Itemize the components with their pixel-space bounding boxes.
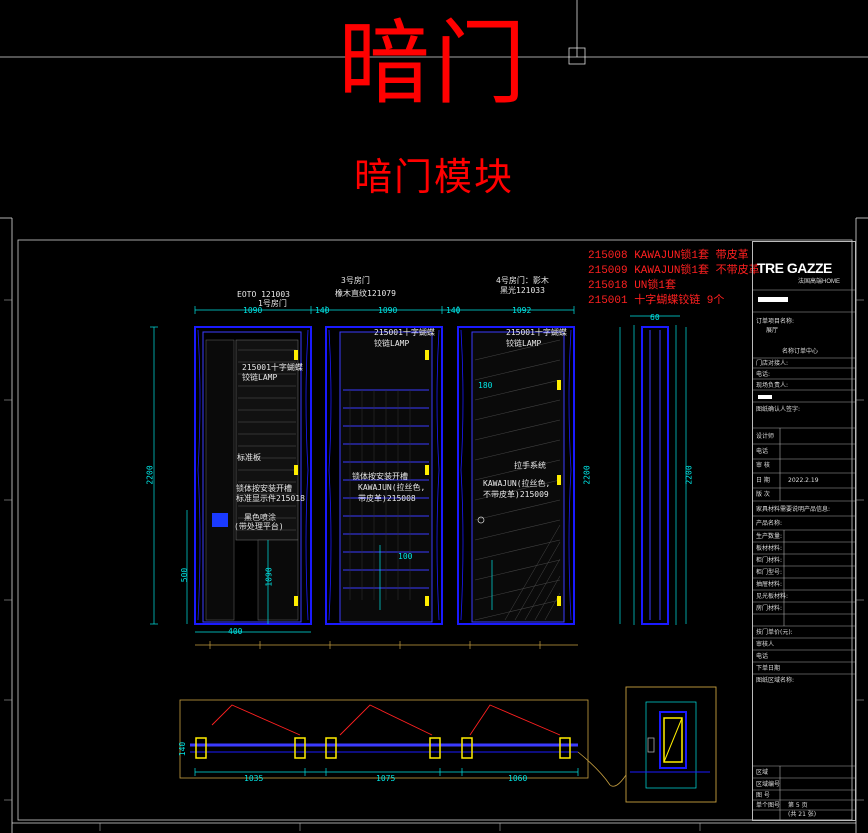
- door3-lock-b: 不带皮革)215009: [483, 490, 549, 499]
- door1-color-a: 黑色喷涂: [244, 513, 276, 522]
- tb-field-reviewer: 审核人: [756, 641, 775, 648]
- tb-field-date: 日 期: [756, 477, 770, 484]
- door2-hinge-b: 铰链LAMP: [374, 339, 410, 348]
- door2-hinge-a: 215001十字蝴蝶: [374, 328, 435, 337]
- tb-field-unit-price: 技门单价(元):: [756, 629, 793, 636]
- tb-field-store-contact: 门店对接人:: [756, 360, 789, 367]
- door2-lock-a: 锁体按安装开槽: [352, 472, 408, 481]
- tb-footer-drawing-no: 图 号: [756, 792, 770, 799]
- door3-dim-width: 1092: [512, 306, 532, 315]
- tb-field-sign: 图纸确认人签字:: [756, 406, 801, 413]
- title-block-redacted-2: [758, 395, 772, 399]
- tb-field-showroom: 展厅: [766, 327, 779, 334]
- tb-total: (共 21 张): [788, 811, 817, 818]
- drawing-subtitle: 暗门模块: [353, 155, 514, 199]
- door3-elevation: [457, 326, 575, 625]
- brand-logo-sub: 法国高端HOME: [798, 279, 841, 285]
- tb-field-room-door: 房门材料:: [756, 605, 783, 612]
- plan-view: [179, 699, 589, 779]
- door2-name: 3号房门: [341, 276, 370, 285]
- door3-dim-small: 180: [478, 381, 493, 390]
- door2-material: 橡木直纹121079: [335, 289, 396, 298]
- door2-dim-width: 1090: [378, 306, 398, 315]
- title-block-grid: [752, 289, 856, 820]
- dimension-lines: [150, 306, 687, 633]
- door3-handle: 拉手系统: [514, 461, 546, 470]
- plan-detail: [577, 686, 717, 803]
- note-line-1: 215008 KAWAJUN锁1套 带皮革: [588, 250, 749, 262]
- door2-elevation: [325, 326, 443, 625]
- door1-lock-b: 标准显示件215018: [236, 494, 305, 503]
- door3-hinge-b: 铰链LAMP: [506, 339, 542, 348]
- tb-field-product-name: 产品名称:: [756, 520, 783, 527]
- door3-dim-height: 2200: [582, 465, 592, 485]
- tb-field-review: 审 核: [756, 462, 770, 469]
- side-section: [633, 325, 677, 625]
- note-line-3: 215018 UN锁1套: [588, 280, 677, 292]
- door2-dim-gap: 140: [315, 306, 330, 315]
- tb-footer-area-no: 区域编号: [756, 781, 781, 788]
- tb-field-drawer: 抽屉材料:: [756, 581, 783, 588]
- plan-dim-side: 140: [178, 741, 188, 757]
- door3-hinge-a: 215001十字蝴蝶: [506, 328, 567, 337]
- tb-field-order-center: 名称订单中心: [782, 348, 819, 355]
- door1-dim-height: 2200: [145, 465, 155, 485]
- door1-code: EOTO 121003: [237, 290, 290, 299]
- door3-name: 4号房门：影木: [496, 276, 549, 285]
- tb-footer-single-no: 单个图号: [756, 802, 781, 809]
- tb-field-furniture-info: 家具材料需要说明产品信息:: [756, 506, 831, 513]
- tb-field-area-name: 图纸区域名称:: [756, 677, 795, 684]
- door2-lock-c: 带皮革)215008: [358, 494, 416, 503]
- door1-color-b: (带处理平台): [234, 522, 284, 531]
- door1-name: 1号房门: [258, 299, 287, 308]
- frame-ticks: [4, 299, 864, 831]
- door3-lock-a: KAWAJUN(拉丝色,: [483, 479, 551, 488]
- title-block-redacted-1: [758, 297, 788, 302]
- ground-line: [195, 641, 578, 649]
- note-line-4: 215001 十字蝴蝶铰链 9个: [588, 295, 725, 307]
- tb-footer-area: 区域: [756, 769, 769, 776]
- tb-field-door-model: 柜门型号:: [756, 569, 783, 576]
- note-line-2: 215009 KAWAJUN锁1套 不带皮革: [588, 265, 760, 277]
- tb-field-order-date: 下单日期: [756, 665, 781, 672]
- tb-page: 第 5 页: [788, 802, 808, 809]
- door1-dim-low: 500: [180, 567, 190, 583]
- plan-dim-3: 1060: [508, 774, 528, 783]
- door1-elevation: [194, 326, 312, 625]
- door1-wood: 标准板: [237, 453, 261, 462]
- tb-date-value: 2022.2.19: [788, 477, 819, 484]
- tb-field-site-manager: 现场负责人:: [756, 382, 789, 389]
- tb-field-designer: 设计师: [756, 433, 775, 440]
- door1-lock-a: 锁体按安装开槽: [236, 484, 292, 493]
- tb-field-designer-phone: 电话: [756, 448, 769, 455]
- tb-field-quantity: 生产数量:: [756, 533, 783, 540]
- door1-hinge-a: 215001十字蝴蝶: [242, 363, 303, 372]
- door2-lock-b: KAWAJUN(拉丝色,: [358, 483, 426, 492]
- side-dim-height: 2200: [684, 465, 694, 485]
- tb-field-visible-board: 见光板材料:: [756, 593, 789, 600]
- brand-logo: TRE GAZZE: [757, 260, 832, 276]
- door1-dim-width: 1090: [243, 306, 263, 315]
- tb-field-reviewer-phone: 电话: [756, 653, 769, 660]
- plan-dim-2: 1075: [376, 774, 396, 783]
- door1-dim-bottom: 400: [228, 627, 243, 636]
- side-dim-top: 60: [650, 313, 660, 322]
- door3-material: 黑光121033: [500, 286, 545, 295]
- door2-dim-small: 100: [398, 552, 413, 561]
- tb-field-phone: 电话:: [756, 371, 771, 378]
- tb-field-board: 板材材料:: [756, 545, 783, 552]
- tb-field-door-material: 柜门材料:: [756, 557, 783, 564]
- tb-field-project: 订单项目名称:: [756, 318, 795, 325]
- tb-field-version: 版 次: [756, 491, 770, 498]
- door1-dim-mid: 1090: [264, 567, 274, 587]
- plan-dim-1: 1035: [244, 774, 264, 783]
- drawing-title: 暗门: [337, 10, 530, 117]
- title-block: [752, 241, 856, 821]
- door3-dim-gap: 140: [446, 306, 461, 315]
- door1-hinge-b: 铰链LAMP: [242, 373, 278, 382]
